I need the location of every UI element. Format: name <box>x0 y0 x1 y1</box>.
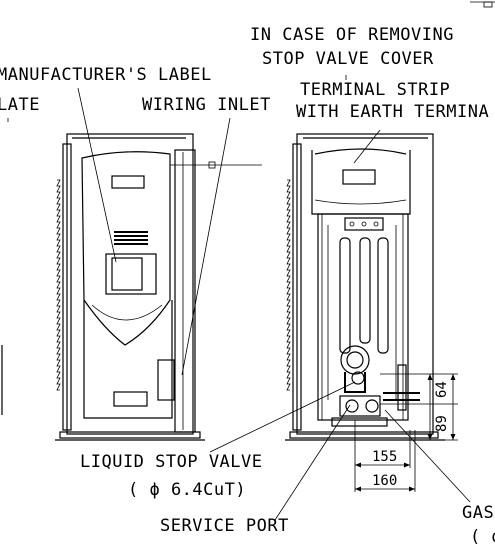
dim-155: 155 <box>372 449 397 465</box>
side-view-unit <box>285 133 445 441</box>
label-case-line2: STOP VALVE COVER <box>262 49 434 69</box>
label-case-line1: IN CASE OF REMOVING <box>250 25 454 45</box>
dim-64: 64 <box>434 381 450 398</box>
dimension-lines <box>354 373 458 492</box>
label-service-port: SERVICE PORT <box>160 516 289 536</box>
side-fins-right <box>286 179 291 391</box>
label-wiring-inlet: WIRING INLET <box>142 95 271 115</box>
front-view-unit <box>55 133 205 441</box>
label-terminal-line2: WITH EARTH TERMINA <box>296 102 489 122</box>
stop-valves <box>331 345 420 427</box>
internal-piping <box>327 225 407 411</box>
leader-lines <box>7 75 471 521</box>
vent-slats <box>114 231 148 245</box>
label-plate: LATE <box>0 95 40 115</box>
dim-160: 160 <box>372 473 397 489</box>
dim-89: 89 <box>434 415 450 432</box>
label-liquid-valve: LIQUID STOP VALVE <box>80 452 263 472</box>
label-terminal-line1: TERMINAL STRIP <box>300 80 450 100</box>
side-fins-left <box>56 179 61 391</box>
label-gas: GAS <box>462 503 494 523</box>
label-gas-size: ( ϕ <box>470 527 495 547</box>
label-liquid-size: ( ϕ 6.4CuT) <box>128 480 246 500</box>
corner-mark <box>470 1 495 8</box>
label-manufacturer: MANUFACTURER'S LABEL <box>0 65 212 85</box>
